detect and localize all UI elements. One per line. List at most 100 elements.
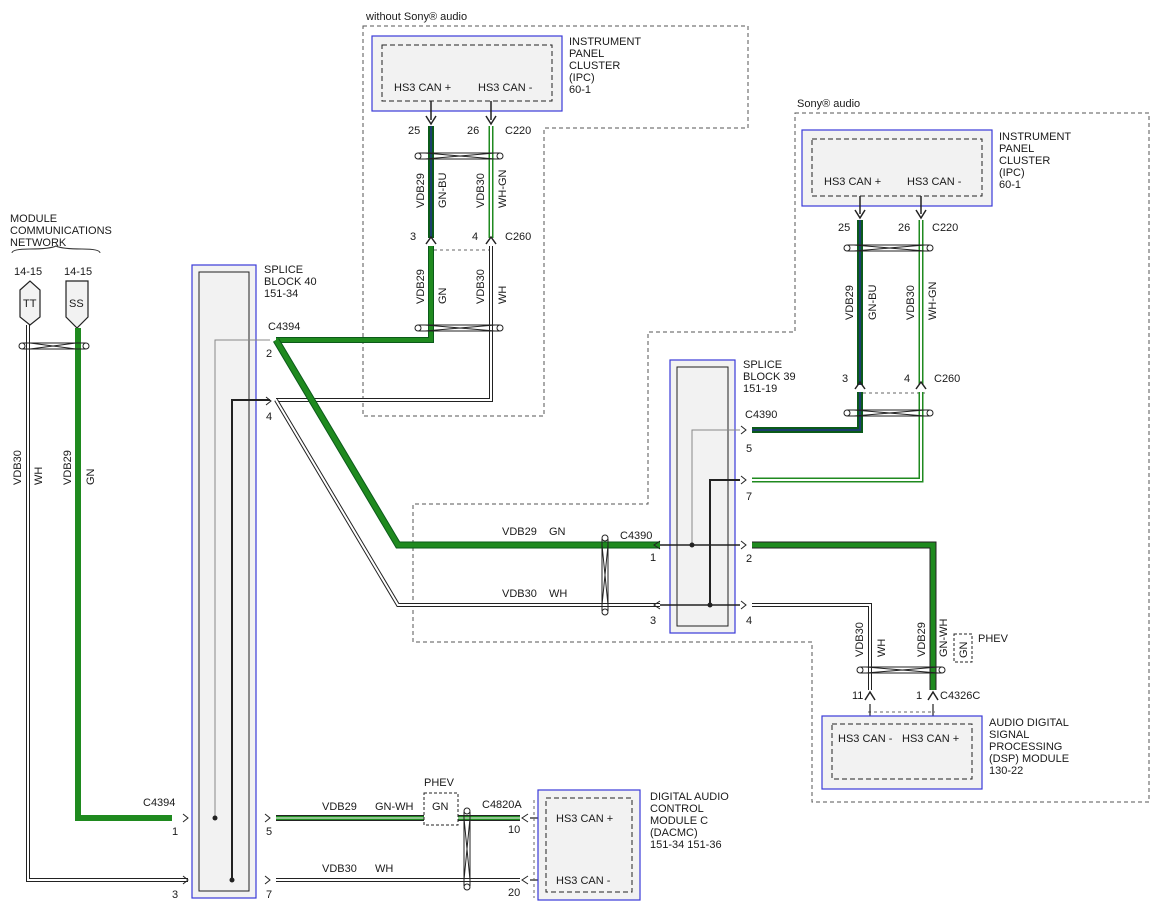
network-wires: VDB30 WH VDB29 GN: [12, 325, 188, 882]
flag-ss-label: SS: [69, 298, 84, 310]
wire-label-vdb29-dacmc: VDB29: [322, 801, 357, 813]
dacmc-name-3: MODULE C: [650, 815, 708, 827]
dacmc-name-1: DIGITAL AUDIO: [650, 791, 729, 803]
dsp-name-3: PROCESSING: [989, 741, 1062, 753]
dsp-name-2: SIGNAL: [989, 729, 1029, 741]
network-label-line3: NETWORK: [10, 237, 67, 249]
pin-25-top: 25: [408, 125, 420, 137]
dacmc-name-4: (DACMC): [650, 827, 698, 839]
pin-4-splice40: 4: [266, 411, 272, 423]
ipc-top-name-5: 60-1: [569, 84, 591, 96]
wire-label-wh-dsp: WH: [876, 639, 888, 657]
splice40-name-1: SPLICE: [264, 264, 303, 276]
wire-label-vdb29-mid: VDB29: [415, 269, 427, 304]
connector-c220-right: C220: [932, 222, 958, 234]
network-page-ss: 14-15: [64, 266, 92, 278]
dsp-name-1: AUDIO DIGITAL: [989, 717, 1069, 729]
dsp-name-5: 130-22: [989, 765, 1023, 777]
pin-5-c4390: 5: [746, 443, 752, 455]
flag-tt: [19, 280, 41, 326]
splice-block-39: SPLICE BLOCK 39 151-19 C4390 5 7 2 4: [660, 359, 796, 634]
pin-10-dacmc: 10: [508, 824, 520, 836]
dacmc-name-5: 151-34 151-36: [650, 839, 722, 851]
wire-label-vdb30-mid: VDB30: [475, 269, 487, 304]
pin-4-c260-top: 4: [472, 231, 478, 243]
pin-5-splice40: 5: [266, 826, 272, 838]
without-sony-label: without Sony® audio: [365, 11, 467, 23]
wire-label-gnbu-right: GN-BU: [867, 285, 879, 321]
ipc-top-pin-minus: HS3 CAN -: [478, 82, 533, 94]
phev-label-dsp: PHEV: [978, 633, 1009, 645]
wire-label-vdb30-dsp: VDB30: [854, 622, 866, 657]
dsp-name-4: (DSP) MODULE: [989, 753, 1069, 765]
dsp-module: HS3 CAN - HS3 CAN + AUDIO DIGITAL SIGNAL…: [821, 715, 1069, 790]
ipc-right-outer: [801, 129, 993, 207]
ipc-top-outer: [371, 35, 563, 112]
dacmc-pin-plus: HS3 CAN +: [556, 813, 613, 825]
region-outlines: [362, 25, 1150, 803]
ipc-right-wires: 25 26 C220 VDB29 GN-BU VDB30 WH-GN 3 4 C…: [752, 196, 960, 483]
phev-box-dacmc: [423, 792, 459, 826]
wire-label-gnwh-dacmc: GN-WH: [375, 801, 414, 813]
module-communications-network: MODULE COMMUNICATIONS NETWORK 14-15 14-1…: [10, 213, 112, 329]
wire-label-wh-mid: WH: [497, 286, 509, 304]
dacmc-pin-minus: HS3 CAN -: [556, 875, 611, 887]
wire-label-gn-left: GN: [85, 468, 97, 485]
phev-gn-dacmc: GN: [432, 801, 449, 813]
network-label-line2: COMMUNICATIONS: [10, 225, 112, 237]
splice40-name-2: BLOCK 40: [264, 276, 317, 288]
ipc-top: HS3 CAN + HS3 CAN - INSTRUMENT PANEL CLU…: [371, 35, 641, 112]
ipc-top-inner: [381, 44, 553, 102]
pin-4-c4390: 4: [746, 615, 752, 627]
network-brace: [11, 245, 101, 254]
wire-label-wh-dacmc: WH: [375, 863, 393, 875]
network-page-tt: 14-15: [14, 266, 42, 278]
ipc-right-name-4: (IPC): [999, 167, 1025, 179]
ipc-top-wires: 25 26 C220 VDB29 GN-BU VDB30 WH-GN 3 4 C…: [276, 101, 531, 402]
pin-3-c4390: 3: [650, 615, 656, 627]
pin-26-right: 26: [898, 222, 910, 234]
connector-c4390-right: C4390: [745, 409, 777, 421]
connector-c260-top: C260: [505, 231, 531, 243]
splice-block-39-outer: [669, 359, 736, 634]
pin-25-right: 25: [838, 222, 850, 234]
ipc-right-name-3: CLUSTER: [999, 155, 1050, 167]
splice40-name-3: 151-34: [264, 288, 298, 300]
wire-label-vdb29-right: VDB29: [844, 285, 856, 320]
wire-label-vdb30-dacmc: VDB30: [322, 863, 357, 875]
connector-c4390-left: C4390: [620, 530, 652, 542]
wire-label-vdb29-dsp: VDB29: [916, 622, 928, 657]
pin-1-dsp: 1: [916, 690, 922, 702]
ipc-right-pin-minus: HS3 CAN -: [907, 176, 962, 188]
splice39-name-1: SPLICE: [743, 359, 782, 371]
pin-4-c260-right: 4: [904, 373, 910, 385]
phev-label-dacmc: PHEV: [424, 777, 455, 789]
splice-block-39-inner: [676, 366, 729, 627]
splice39-name-3: 151-19: [743, 383, 777, 395]
trunk-wires: VDB29 GN VDB30 WH C4390 1 3: [272, 338, 661, 627]
twist-x-network: [29, 342, 77, 350]
connector-c4394-top: C4394: [268, 321, 300, 333]
flag-tt-label: TT: [23, 298, 37, 310]
pin-7-c4390: 7: [746, 491, 752, 503]
connector-c220-top: C220: [505, 125, 531, 137]
dacmc-module: HS3 CAN + HS3 CAN - DIGITAL AUDIO CONTRO…: [537, 789, 729, 901]
ipc-right-inner: [811, 138, 983, 197]
pin-1-splice40: 1: [172, 826, 178, 838]
pin-20-dacmc: 20: [508, 887, 520, 899]
ipc-top-name-2: PANEL: [569, 48, 604, 60]
ipc-right-name-2: PANEL: [999, 143, 1034, 155]
splice39-name-2: BLOCK 39: [743, 371, 796, 383]
wire-label-gnwh-dsp: GN-WH: [938, 618, 950, 657]
dsp-pin-plus: HS3 CAN +: [902, 733, 959, 745]
connector-c4394-bottom: C4394: [143, 797, 175, 809]
wire-label-vdb30-trunk: VDB30: [502, 588, 537, 600]
wire-label-vdb29-trunk: VDB29: [502, 526, 537, 538]
splice-block-40-outer: [191, 264, 257, 899]
without-sony-region: [362, 25, 749, 417]
pin-2-splice40: 2: [266, 348, 272, 360]
ipc-right-pin-plus: HS3 CAN +: [824, 176, 881, 188]
ipc-right-name-5: 60-1: [999, 179, 1021, 191]
splice-block-40-inner: [198, 271, 250, 892]
phev-gn-dsp: GN: [958, 641, 970, 658]
